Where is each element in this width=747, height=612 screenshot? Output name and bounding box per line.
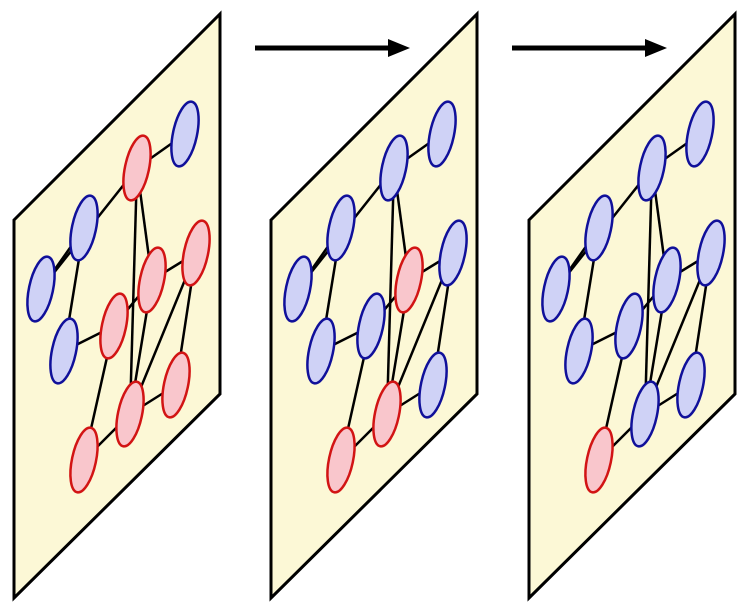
node-n9-blue <box>676 351 706 419</box>
node-n2-red <box>122 134 152 202</box>
node-n9-red <box>161 351 191 419</box>
node-n5-blue <box>564 317 594 385</box>
node-n11-red <box>115 380 145 448</box>
node-n6-red <box>181 219 211 287</box>
node-n2-blue <box>637 134 667 202</box>
node-n1-blue <box>685 100 715 168</box>
node-n8-red <box>137 246 167 314</box>
node-n4-blue <box>541 255 571 323</box>
frame-step-1 <box>12 10 222 602</box>
node-n6-blue <box>438 219 468 287</box>
node-n8-blue <box>652 246 682 314</box>
node-n3-blue <box>69 194 99 262</box>
node-n12-red <box>326 426 356 494</box>
frames-layer <box>12 10 737 602</box>
node-n4-blue <box>283 255 313 323</box>
node-n7-blue <box>356 292 386 360</box>
node-n5-blue <box>306 317 336 385</box>
node-n11-red <box>372 380 402 448</box>
node-n6-blue <box>696 219 726 287</box>
node-n4-blue <box>26 255 56 323</box>
node-n8-red <box>394 246 424 314</box>
node-n3-blue <box>584 194 614 262</box>
node-n7-red <box>99 292 129 360</box>
node-n7-blue <box>614 292 644 360</box>
edge-n2-n11 <box>128 167 139 415</box>
node-n11-blue <box>630 380 660 448</box>
node-n2-blue <box>379 134 409 202</box>
edge-n2-n11 <box>385 167 396 415</box>
frame-step-2 <box>269 10 479 602</box>
node-n1-blue <box>427 100 457 168</box>
node-n5-blue <box>49 317 79 385</box>
node-n3-blue <box>326 194 356 262</box>
node-n12-red <box>584 426 614 494</box>
node-n12-red <box>69 426 99 494</box>
node-n9-blue <box>418 351 448 419</box>
frame-step-3 <box>527 10 737 602</box>
node-n1-blue <box>170 100 200 168</box>
edge-n2-n11 <box>643 167 654 415</box>
